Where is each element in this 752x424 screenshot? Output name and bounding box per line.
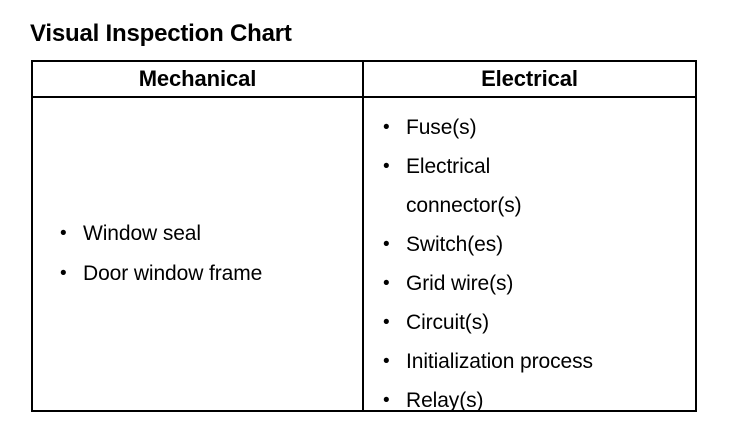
page-title: Visual Inspection Chart: [30, 20, 292, 47]
table-body-row: • Window seal • Door window frame • F: [33, 98, 695, 412]
list-item: • Circuit(s): [381, 303, 689, 342]
table-header-cell-electrical: Electrical: [362, 62, 695, 96]
table-header-cell-mechanical: Mechanical: [33, 62, 362, 96]
bullet-icon: •: [383, 156, 390, 177]
list-item-label: Circuit(s): [406, 311, 489, 334]
list-item: • Window seal: [58, 214, 354, 254]
list-item-label: Grid wire(s): [406, 272, 514, 295]
list-item: • Switch(es): [381, 225, 689, 264]
bullet-icon: •: [383, 312, 390, 333]
list-item-label: Fuse(s): [406, 116, 477, 139]
list-item-label: Electrical connector(s): [406, 155, 522, 217]
list-item: • Relay(s): [381, 381, 689, 420]
bullet-icon: •: [60, 223, 67, 244]
list-item: • Grid wire(s): [381, 264, 689, 303]
list-item-label: Door window frame: [83, 262, 263, 285]
bullet-icon: •: [383, 351, 390, 372]
table-body-cell-electrical: • Fuse(s) • Electrical connector(s) • Sw…: [362, 98, 695, 412]
inspection-table: Mechanical Electrical • Window seal •: [31, 60, 697, 412]
list-item-label: Window seal: [83, 222, 201, 245]
mechanical-item-list: • Window seal • Door window frame: [58, 214, 354, 294]
list-item: • Fuse(s): [381, 108, 689, 147]
list-item: • Initialization process: [381, 342, 689, 381]
electrical-item-list: • Fuse(s) • Electrical connector(s) • Sw…: [381, 108, 689, 420]
bullet-icon: •: [383, 234, 390, 255]
column-header-label-mechanical: Mechanical: [138, 66, 257, 91]
list-item: • Door window frame: [58, 254, 354, 294]
table-header-row: Mechanical Electrical: [33, 62, 695, 98]
list-item-label: Initialization process: [406, 350, 593, 373]
bullet-icon: •: [383, 390, 390, 411]
table-body-cell-mechanical: • Window seal • Door window frame: [33, 98, 362, 410]
bullet-icon: •: [383, 117, 390, 138]
list-item: • Electrical connector(s): [381, 147, 689, 225]
list-item-label: Relay(s): [406, 389, 484, 412]
table-grid: Mechanical Electrical • Window seal •: [33, 62, 695, 412]
bullet-icon: •: [60, 263, 67, 284]
list-item-label: Switch(es): [406, 233, 504, 256]
bullet-icon: •: [383, 273, 390, 294]
column-header-label-electrical: Electrical: [481, 66, 578, 91]
